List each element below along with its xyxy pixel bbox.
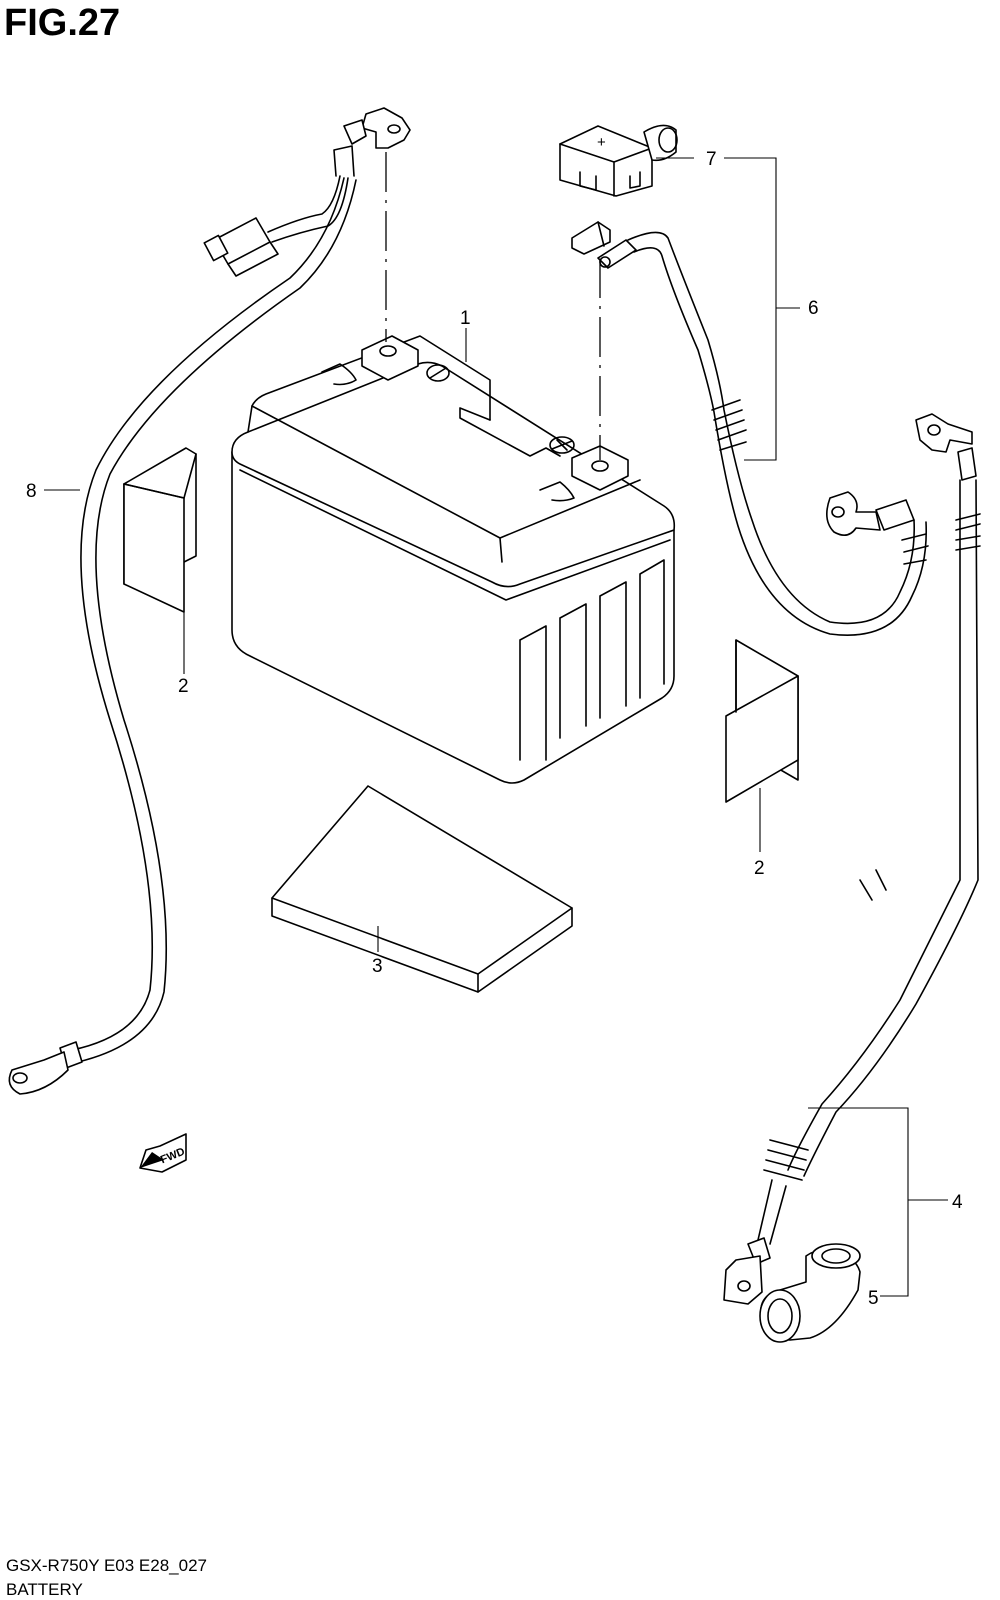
callout-6: 6 xyxy=(808,298,819,319)
figure-title: FIG.27 xyxy=(4,2,121,44)
terminal-plus-mark: + xyxy=(597,134,606,151)
negative-lead-part-8 xyxy=(8,107,411,1095)
section-name: BATTERY xyxy=(6,1580,83,1599)
model-code: GSX-R750Y E03 E28_027 xyxy=(6,1556,207,1575)
battery-pad-part-3 xyxy=(271,785,573,993)
battery-part-1 xyxy=(231,328,676,784)
spacer-part-2-left xyxy=(123,447,197,674)
callout-3: 3 xyxy=(372,956,383,977)
boot-part-5 xyxy=(759,1243,861,1343)
callout-2-left: 2 xyxy=(178,676,189,697)
callout-8: 8 xyxy=(26,481,37,502)
callout-7: 7 xyxy=(706,149,717,170)
spacer-part-2-right xyxy=(725,639,799,852)
callout-5: 5 xyxy=(868,1288,879,1309)
callout-1: 1 xyxy=(460,308,471,329)
fwd-arrow-icon: FWD xyxy=(139,1133,187,1173)
positive-lead-part-6 xyxy=(571,157,929,636)
terminal-cover-part-7: + xyxy=(559,124,694,197)
callout-4: 4 xyxy=(952,1192,963,1213)
starter-lead-part-4 xyxy=(723,413,981,1305)
callout-2-right: 2 xyxy=(754,858,765,879)
